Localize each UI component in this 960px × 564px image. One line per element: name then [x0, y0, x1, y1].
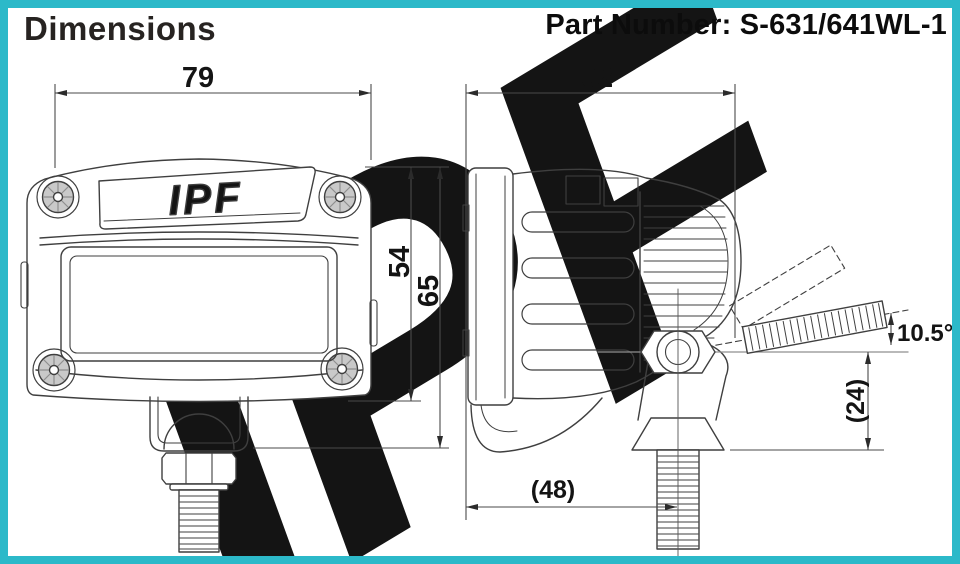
part-number: Part Number: S-631/641WL-1: [545, 9, 947, 41]
dim-front-width: 79: [182, 62, 214, 94]
dim-pivot-height: (24): [842, 379, 870, 423]
dim-total-height: 65: [413, 275, 445, 307]
page-title: Dimensions: [24, 10, 217, 47]
front-logo-text: IPF: [167, 173, 244, 224]
screw-icon: [318, 175, 362, 219]
dimension-labels: 79 62 54 65 (24) (48) 10.5°: [182, 62, 953, 504]
dim-body-height: 54: [384, 246, 416, 278]
front-view-drawing: IPF: [20, 158, 378, 553]
lens: [60, 246, 338, 362]
screw-icon: [36, 175, 80, 219]
screw-icon: [320, 347, 364, 391]
side-view-drawing: [462, 167, 909, 557]
dim-side-depth: 62: [581, 62, 613, 94]
dim-tilt-angle: 10.5°: [897, 320, 953, 347]
dim-mount-offset: (48): [531, 476, 575, 504]
screw-icon: [32, 348, 76, 392]
adjustment-bolt: [741, 300, 888, 355]
dimension-lines: [54, 84, 894, 520]
